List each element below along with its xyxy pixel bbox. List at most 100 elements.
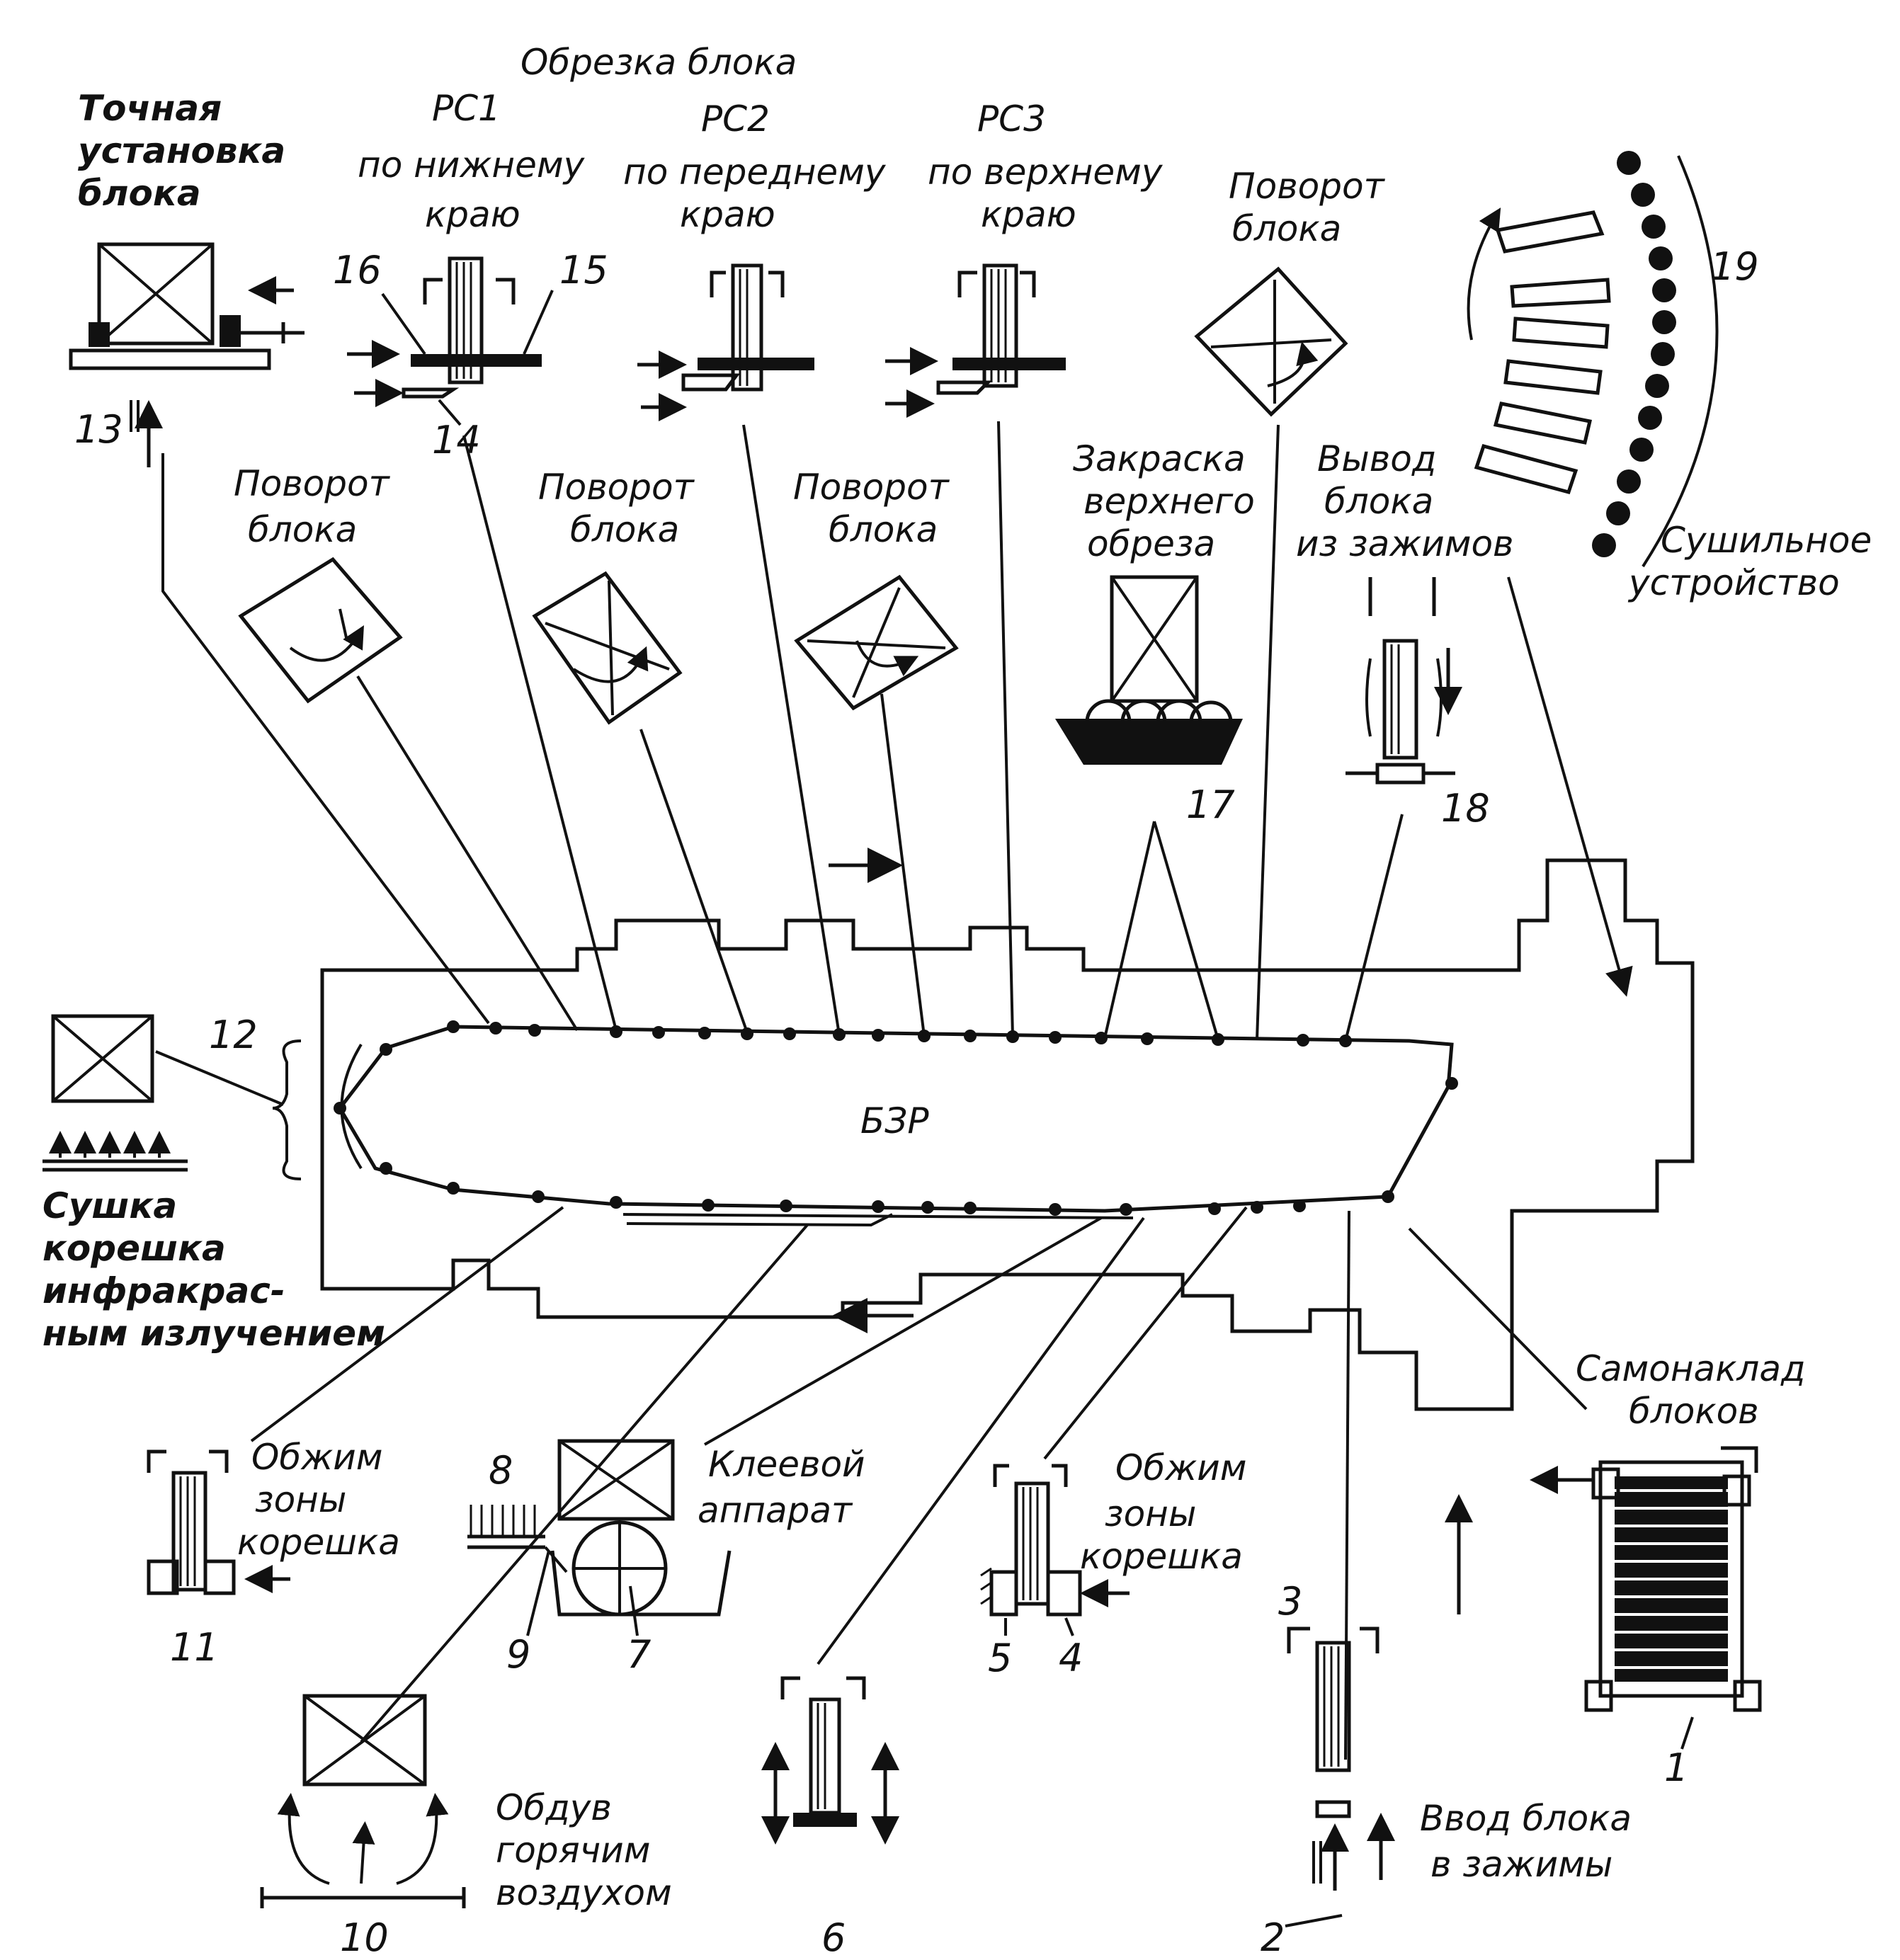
svg-text:РС3: РС3 <box>977 98 1046 139</box>
svg-text:блока: блока <box>78 173 201 214</box>
leader-lines <box>155 421 1633 1760</box>
svg-text:инфракрас-: инфракрас- <box>42 1270 285 1311</box>
svg-text:из зажимов: из зажимов <box>1296 523 1514 564</box>
label-block-feeder: Самонаклад блоков <box>1576 1348 1806 1432</box>
label-rotate-c: Поворот блока <box>793 467 950 550</box>
svg-text:аппарат: аппарат <box>698 1490 853 1531</box>
station-6 <box>761 1676 899 1845</box>
label-rs1: РС1 по нижнему краю <box>358 88 586 235</box>
number-6: 6 <box>821 1915 846 1960</box>
number-5: 5 <box>988 1636 1012 1680</box>
svg-text:Ввод блока: Ввод блока <box>1420 1798 1632 1839</box>
svg-text:Поворот: Поворот <box>1229 166 1386 207</box>
number-17: 17 <box>1186 782 1235 827</box>
heater-bracket <box>272 1039 363 1180</box>
station-exit-clamps <box>1346 577 1462 785</box>
label-rs2: РС2 по переднему краю <box>623 98 887 235</box>
station-glue-unit <box>467 1439 732 1617</box>
number-8: 8 <box>489 1448 513 1493</box>
svg-text:зоны: зоны <box>1105 1493 1196 1534</box>
svg-text:в зажимы: в зажимы <box>1430 1844 1612 1885</box>
number-7: 7 <box>627 1632 651 1677</box>
label-hot-air: Обдув горячим воздухом <box>496 1787 672 1913</box>
label-spine-drying: Сушка корешка инфракрас- ным излучением <box>42 1185 385 1354</box>
label-press-left: Обжим зоны корешка <box>237 1437 400 1563</box>
svg-text:корешка: корешка <box>1080 1536 1243 1577</box>
label-glue-unit: Клеевой аппарат <box>698 1444 865 1531</box>
label-dryer: Сушильное устройство <box>1627 520 1872 603</box>
guide-rail <box>622 1213 1134 1227</box>
station-entry-clamps <box>1287 1494 1473 1891</box>
label-press-right: Обжим зоны корешка <box>1080 1447 1246 1577</box>
station-rs1-trim <box>347 256 542 407</box>
svg-text:блоков: блоков <box>1629 1391 1759 1432</box>
number-10: 10 <box>340 1915 389 1960</box>
leader-1 <box>1680 1716 1694 1750</box>
station-precise-setting <box>69 242 305 467</box>
svg-text:Сушка: Сушка <box>42 1185 177 1226</box>
svg-text:горячим: горячим <box>496 1830 650 1871</box>
svg-text:Поворот: Поворот <box>234 463 391 504</box>
number-14: 14 <box>432 418 481 462</box>
svg-text:установка: установка <box>78 130 285 171</box>
svg-text:блока: блока <box>829 509 938 550</box>
svg-text:обреза: обреза <box>1087 523 1215 564</box>
machine-frame <box>320 858 1695 1411</box>
svg-text:зоны: зоны <box>255 1479 346 1520</box>
svg-text:РС1: РС1 <box>432 88 501 129</box>
svg-text:Самонаклад: Самонаклад <box>1576 1348 1806 1389</box>
leader-16 <box>381 292 426 355</box>
svg-text:Закраска: Закраска <box>1073 438 1246 479</box>
svg-text:по нижнему: по нижнему <box>358 144 586 186</box>
svg-text:верхнего: верхнего <box>1083 481 1255 522</box>
label-exit-clamps: Вывод блока из зажимов <box>1296 438 1514 564</box>
svg-text:Вывод: Вывод <box>1317 438 1436 479</box>
number-16: 16 <box>333 248 382 292</box>
label-rotate-b: Поворот блока <box>538 467 695 550</box>
station-spine-drying <box>42 1014 188 1172</box>
station-press-left <box>147 1449 290 1595</box>
number-19: 19 <box>1710 244 1759 289</box>
station-dryer <box>1467 151 1719 568</box>
station-rotate-b <box>532 571 683 725</box>
svg-text:блока: блока <box>570 509 679 550</box>
leader-14 <box>438 399 462 426</box>
number-11: 11 <box>170 1625 219 1670</box>
svg-text:Обдув: Обдув <box>496 1787 612 1828</box>
svg-text:корешка: корешка <box>237 1522 400 1563</box>
svg-text:устройство: устройство <box>1627 562 1840 603</box>
svg-text:Обжим: Обжим <box>251 1437 382 1478</box>
svg-text:Обжим: Обжим <box>1115 1447 1246 1488</box>
svg-text:РС2: РС2 <box>701 98 770 139</box>
station-rotate-top <box>1194 266 1348 417</box>
station-rotate-a <box>238 557 403 704</box>
station-block-feeder <box>1530 1446 1762 1712</box>
label-rotate-top: Поворот блока <box>1229 166 1386 249</box>
svg-text:блока: блока <box>1324 481 1433 522</box>
number-9: 9 <box>506 1632 530 1677</box>
station-hot-air <box>260 1694 466 1908</box>
number-18: 18 <box>1441 786 1490 831</box>
label-entry-clamps: Ввод блока в зажимы <box>1420 1798 1632 1885</box>
leader-2 <box>1285 1914 1343 1927</box>
svg-text:краю: краю <box>981 194 1076 235</box>
number-15: 15 <box>559 248 608 292</box>
station-rs2-trim <box>637 263 814 421</box>
svg-text:блока: блока <box>1232 208 1341 249</box>
number-2: 2 <box>1261 1915 1285 1960</box>
svg-text:Поворот: Поворот <box>538 467 695 508</box>
svg-text:блока: блока <box>248 509 357 550</box>
number-1: 1 <box>1664 1745 1688 1790</box>
svg-text:краю: краю <box>425 194 520 235</box>
svg-text:Клеевой: Клеевой <box>708 1444 865 1485</box>
station-rs3-trim <box>885 263 1066 418</box>
conveyor-loop <box>337 1025 1454 1213</box>
station-edge-painting <box>1055 575 1243 765</box>
leader-4 <box>1064 1617 1074 1636</box>
label-edge-painting: Закраска верхнего обреза <box>1073 438 1255 564</box>
label-rs3: РС3 по верхнему краю <box>928 98 1164 235</box>
label-rotate-a: Поворот блока <box>234 463 391 550</box>
svg-text:краю: краю <box>680 194 775 235</box>
svg-text:по переднему: по переднему <box>623 152 887 193</box>
